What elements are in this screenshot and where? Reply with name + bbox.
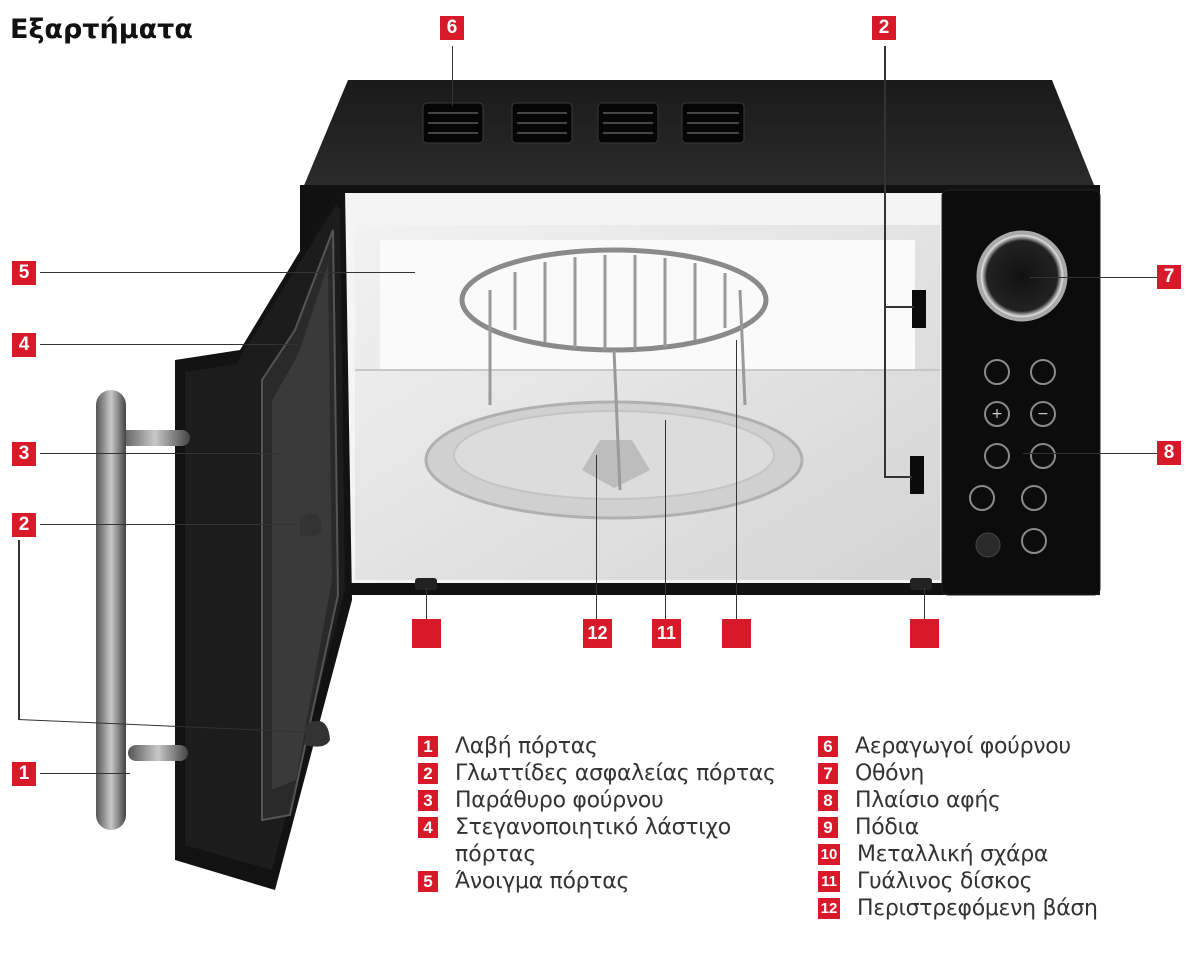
callout-2-top: 2 xyxy=(872,16,896,40)
legend-label: Λαβή πόρτας xyxy=(455,734,598,759)
leader-5 xyxy=(40,272,415,273)
leader-3 xyxy=(40,453,280,454)
legend-item: 12 Περιστρεφόμενη βάση xyxy=(818,895,1098,922)
legend-item: 2 Γλωττίδες ασφαλείας πόρτας xyxy=(418,760,776,787)
legend-number: 2 xyxy=(418,763,438,784)
leader-11 xyxy=(665,420,666,620)
leader-6 xyxy=(452,46,453,106)
callout-7: 7 xyxy=(1157,265,1181,289)
legend-number: 4 xyxy=(418,817,438,838)
legend-label: Οθόνη xyxy=(855,761,924,786)
leader-1 xyxy=(40,773,130,774)
legend-item: 10 Μεταλλική σχάρα xyxy=(818,841,1098,868)
legend-item: 9 Πόδια xyxy=(818,814,1098,841)
svg-text:−: − xyxy=(1037,406,1049,422)
legend-label: Γυάλινος δίσκος xyxy=(857,869,1033,894)
legend-number: 9 xyxy=(818,817,838,838)
latch-slot-top xyxy=(912,290,926,328)
legend-item: 8 Πλαίσιο αφής xyxy=(818,787,1098,814)
callout-3: 3 xyxy=(12,442,36,466)
legend-label: Πλαίσιο αφής xyxy=(855,788,1001,813)
callout-foot-left xyxy=(412,619,441,648)
legend-number: 11 xyxy=(818,871,840,892)
leader-2-left xyxy=(40,524,312,525)
foot-left xyxy=(415,578,437,590)
legend-label: Αεραγωγοί φούρνου xyxy=(855,734,1071,759)
leader-2-top-h2 xyxy=(884,476,912,478)
leader-2-top xyxy=(884,46,886,476)
legend-right: 6 Αεραγωγοί φούρνου 7 Οθόνη 8 Πλαίσιο αφ… xyxy=(818,733,1098,922)
legend-item: 4 Στεγανοποιητικό λάστιχο xyxy=(418,814,776,841)
page-title: Εξαρτήματα xyxy=(10,14,193,45)
legend-label: Μεταλλική σχάρα xyxy=(857,842,1049,867)
callout-8: 8 xyxy=(1157,441,1181,465)
door-latch-bottom xyxy=(305,720,330,747)
legend-number: 7 xyxy=(818,763,838,784)
legend-number: 8 xyxy=(818,790,838,811)
legend-label: Περιστρεφόμενη βάση xyxy=(857,896,1098,921)
leader-12 xyxy=(596,455,597,620)
legend-item: 1 Λαβή πόρτας xyxy=(418,733,776,760)
callout-5: 5 xyxy=(12,261,36,285)
leader-8 xyxy=(1023,453,1157,454)
leader-foot-right xyxy=(924,588,925,620)
legend-number: 10 xyxy=(818,844,840,865)
leader-7 xyxy=(1030,277,1158,278)
callout-foot-right xyxy=(910,619,939,648)
callout-2-left: 2 xyxy=(12,513,36,537)
legend-left: 1 Λαβή πόρτας 2 Γλωττίδες ασφαλείας πόρτ… xyxy=(418,733,776,895)
legend-item: 5 Άνοιγμα πόρτας xyxy=(418,868,776,895)
door-handle xyxy=(96,390,190,830)
callout-4: 4 xyxy=(12,333,36,357)
leader-foot-left xyxy=(426,588,427,620)
legend-label: Στεγανοποιητικό λάστιχο xyxy=(455,815,731,840)
legend-label: Άνοιγμα πόρτας xyxy=(455,869,630,894)
callout-12: 12 xyxy=(583,619,612,648)
foot-right xyxy=(910,578,932,590)
display-dial xyxy=(976,230,1068,322)
legend-item: 11 Γυάλινος δίσκος xyxy=(818,868,1098,895)
legend-number: 3 xyxy=(418,790,438,811)
svg-text:+: + xyxy=(991,406,1003,422)
legend-label-continued: πόρτας xyxy=(455,842,537,867)
rotating-base xyxy=(582,440,650,488)
leader-4 xyxy=(40,344,298,345)
legend-label: Πόδια xyxy=(855,815,919,840)
legend-label: Παράθυρο φούρνου xyxy=(455,788,664,813)
legend-number: 6 xyxy=(818,736,838,757)
legend-number: 1 xyxy=(418,736,438,757)
latch-slot-bottom xyxy=(910,456,924,494)
legend-label: Γλωττίδες ασφαλείας πόρτας xyxy=(455,761,776,786)
callout-11: 11 xyxy=(652,619,681,648)
touch-buttons xyxy=(969,359,1056,554)
legend-number: 5 xyxy=(418,871,438,892)
leader-2-top-h1 xyxy=(884,306,914,308)
legend-item: 7 Οθόνη xyxy=(818,760,1098,787)
legend-item: 6 Αεραγωγοί φούρνου xyxy=(818,733,1098,760)
leader-rack xyxy=(736,340,737,620)
legend-item: 3 Παράθυρο φούρνου xyxy=(418,787,776,814)
callout-6: 6 xyxy=(440,16,464,40)
callout-1: 1 xyxy=(12,762,36,786)
callout-rack xyxy=(722,619,751,648)
legend-number: 12 xyxy=(818,898,840,919)
leader-2-left-v xyxy=(18,540,20,720)
